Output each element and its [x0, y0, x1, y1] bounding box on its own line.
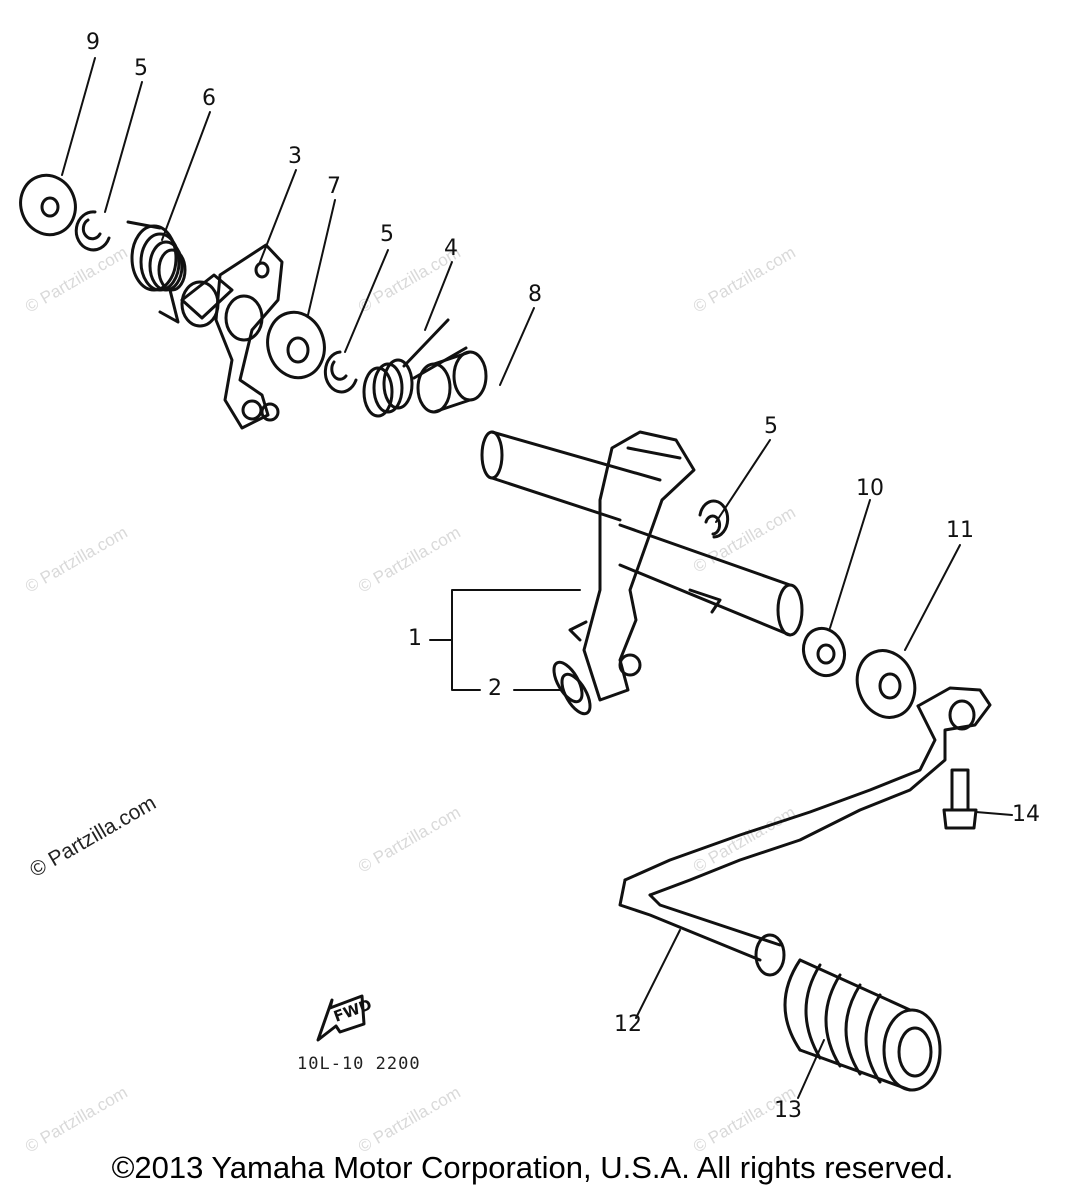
leader-4	[424, 261, 453, 331]
leader-11	[904, 544, 961, 651]
callout-5: 5	[134, 56, 148, 81]
callout-13: 13	[774, 1098, 802, 1123]
leader-9	[61, 57, 96, 176]
callout-4: 4	[444, 236, 458, 261]
leader-3	[259, 169, 297, 263]
callout-11: 11	[946, 518, 974, 543]
leader-6	[161, 111, 211, 241]
part-5-circlip-3	[698, 499, 730, 539]
part-12-shift-pedal	[618, 686, 992, 977]
callout-5: 5	[380, 222, 394, 247]
part-5-circlip	[74, 210, 111, 252]
diagram-code: 10L-10 2200	[297, 1054, 421, 1074]
callout-1: 1	[408, 626, 422, 651]
callout-5: 5	[764, 414, 778, 439]
part-10-washer	[801, 626, 847, 678]
fwd-label: FWD	[331, 995, 374, 1025]
copyright-notice: ©2013 Yamaha Motor Corporation, U.S.A. A…	[111, 1150, 954, 1185]
leader-5b	[344, 249, 389, 353]
leader-8	[499, 307, 535, 386]
callout-7: 7	[327, 174, 341, 199]
leader-7	[307, 199, 336, 316]
part-4-spring	[362, 318, 468, 418]
part-14-bolt	[942, 768, 978, 830]
leader-1-bracket	[429, 589, 581, 691]
callout-12: 12	[614, 1012, 642, 1037]
callout-9: 9	[86, 30, 100, 55]
part-5-circlip-2	[323, 350, 358, 394]
part-1-shift-shaft	[480, 430, 804, 702]
leader-12	[635, 929, 681, 1019]
part-7-washer	[266, 310, 326, 380]
leader-5c	[715, 439, 771, 523]
leader-13	[797, 1039, 825, 1099]
part-11-washer	[855, 649, 917, 719]
part-13-pedal-rubber	[783, 958, 942, 1092]
part-6-spring	[126, 220, 187, 324]
callout-3: 3	[288, 144, 302, 169]
leader-5a	[104, 81, 143, 213]
part-8-collar	[416, 350, 488, 414]
fwd-arrow-icon: FWD	[316, 994, 374, 1042]
leader-10	[829, 499, 871, 629]
callout-2: 2	[488, 676, 502, 701]
callout-8: 8	[528, 282, 542, 307]
leader-14	[975, 811, 1013, 816]
callout-14: 14	[1012, 802, 1040, 827]
part-2-spring	[552, 660, 592, 716]
part-9-washer	[19, 173, 77, 237]
part-3-shift-arm	[180, 243, 284, 430]
callout-10: 10	[856, 476, 884, 501]
leader-lines	[61, 57, 1013, 1099]
callout-6: 6	[202, 86, 216, 111]
